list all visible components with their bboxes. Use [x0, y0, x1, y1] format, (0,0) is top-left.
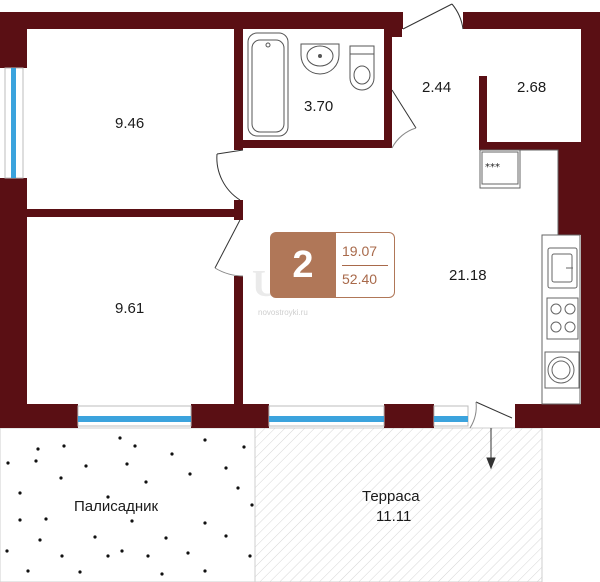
toilet-icon	[349, 45, 375, 91]
vent-marks: ***	[485, 162, 500, 173]
living-area-value: 19.07	[342, 243, 378, 259]
windows	[4, 67, 469, 427]
exit-arrow	[486, 428, 496, 470]
room-area-storage: 2.68	[517, 79, 547, 96]
room-area-living: 21.18	[449, 267, 487, 284]
sink-icon	[300, 43, 340, 75]
garden-dots	[5, 436, 254, 576]
room-area-hall: 2.44	[422, 79, 452, 96]
doors	[214, 3, 513, 429]
total-area-value: 52.40	[342, 271, 378, 287]
room-area-bathroom: 3.70	[304, 98, 334, 115]
bathtub-icon	[247, 32, 289, 137]
terrace-area	[254, 427, 543, 582]
garden-label: Палисадник	[74, 498, 159, 515]
watermark-site: novostroyki.ru	[258, 308, 308, 317]
washing-machine-icon	[544, 351, 580, 389]
apartment-badge: 2 19.07 52.40	[270, 232, 396, 298]
counter-outline	[520, 149, 559, 236]
terrace-area-value: 11.11	[376, 508, 412, 525]
rooms-count: 2	[270, 232, 336, 298]
room-area-bedroom-top: 9.46	[115, 115, 145, 132]
area-divider	[342, 265, 388, 266]
area-box: 19.07 52.40	[336, 232, 395, 298]
cooktop-icon	[546, 297, 579, 340]
counter-edge	[520, 150, 542, 235]
room-area-bedroom-bottom: 9.61	[115, 300, 145, 317]
walls	[0, 12, 600, 428]
terrace-label: Терраса	[362, 488, 420, 505]
kitchen-sink-icon	[547, 247, 578, 289]
vent-icon	[481, 151, 519, 185]
garden-area	[0, 427, 256, 582]
